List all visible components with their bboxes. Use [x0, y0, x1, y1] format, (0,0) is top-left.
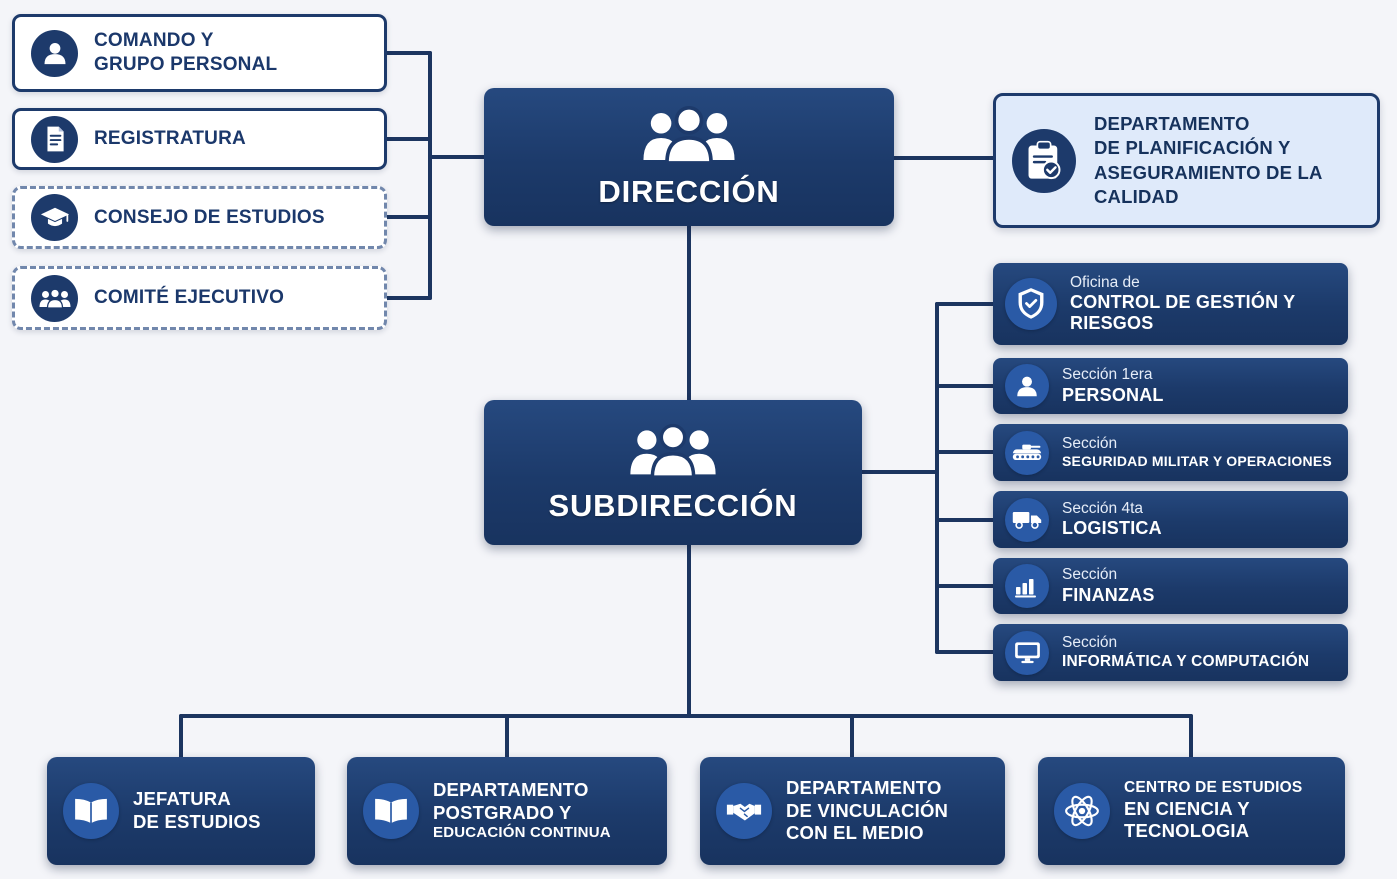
node-seccion-seguridad-militar-operaciones: Sección SEGURIDAD MILITAR Y OPERACIONES	[993, 424, 1348, 481]
node-registratura: REGISTRATURA	[12, 108, 387, 170]
node-name: LOGISTICA	[1062, 518, 1162, 539]
label-line: JEFATURA	[133, 788, 231, 810]
node-comite-ejecutivo: COMITÉ EJECUTIVO	[12, 266, 387, 330]
node-label: COMITÉ EJECUTIVO	[94, 286, 284, 310]
node-seccion-informatica-computacion: Sección INFORMÁTICA Y COMPUTACIÓN	[993, 624, 1348, 681]
label-line: GRUPO PERSONAL	[94, 54, 278, 75]
shield-check-icon	[1005, 278, 1057, 330]
atom-icon	[1054, 783, 1110, 839]
people-group-icon	[31, 274, 78, 322]
node-prefix: Sección	[1062, 634, 1118, 652]
people-group-icon	[629, 422, 717, 485]
monitor-icon	[1005, 630, 1049, 675]
node-label: DEPARTAMENTO POSTGRADO Y EDUCACIÓN CONTI…	[433, 779, 611, 842]
node-label: DEPARTAMENTO DE VINCULACIÓN CON EL MEDIO	[786, 777, 948, 845]
label-line: EN CIENCIA Y	[1124, 797, 1250, 819]
label-line: DEPARTAMENTO	[1094, 112, 1250, 134]
label-line: COMANDO Y	[94, 30, 214, 52]
person-icon	[31, 29, 78, 77]
label-line: EDUCACIÓN CONTINUA	[433, 824, 611, 842]
node-label: REGISTRATURA	[94, 127, 246, 151]
label-line: DE VINCULACIÓN	[786, 799, 949, 821]
node-label: SUBDIRECCIÓN	[548, 487, 798, 523]
node-name: FINANZAS	[1062, 584, 1155, 605]
node-departamento-postgrado-educacion-continua: DEPARTAMENTO POSTGRADO Y EDUCACIÓN CONTI…	[347, 757, 667, 865]
node-comando-y-grupo-personal: COMANDO Y GRUPO PERSONAL	[12, 14, 387, 92]
node-label: JEFATURA DE ESTUDIOS	[133, 788, 261, 833]
person-icon	[1005, 364, 1049, 408]
node-jefatura-de-estudios: JEFATURA DE ESTUDIOS	[47, 757, 315, 865]
node-departamento-planificacion-calidad: DEPARTAMENTO DE PLANIFICACIÓN Y ASEGURAM…	[993, 93, 1380, 228]
node-consejo-de-estudios: CONSEJO DE ESTUDIOS	[12, 186, 387, 249]
label-line: CENTRO DE ESTUDIOS	[1124, 778, 1303, 796]
label-line: DEPARTAMENTO	[433, 779, 589, 801]
tank-icon	[1005, 430, 1049, 475]
label-line: CONSEJO DE ESTUDIOS	[94, 206, 325, 228]
node-seccion-finanzas: Sección FINANZAS	[993, 558, 1348, 614]
node-name: INFORMÁTICA Y COMPUTACIÓN	[1062, 652, 1310, 670]
bar-chart-icon	[1005, 564, 1049, 608]
label-line: DE PLANIFICACIÓN Y	[1094, 137, 1291, 159]
node-seccion-personal: Sección 1era PERSONAL	[993, 358, 1348, 414]
truck-icon	[1005, 497, 1049, 542]
node-subdireccion: SUBDIRECCIÓN	[484, 400, 862, 545]
document-icon	[31, 115, 78, 163]
clipboard-check-icon	[1012, 128, 1076, 193]
node-control-de-gestion-y-riesgos: Oficina de CONTROL DE GESTIÓN Y RIESGOS	[993, 263, 1348, 345]
node-label: DEPARTAMENTO DE PLANIFICACIÓN Y ASEGURAM…	[1094, 112, 1323, 210]
label-line: CON EL MEDIO	[786, 822, 924, 844]
node-prefix: Sección	[1062, 435, 1118, 453]
label-line: TECNOLOGIA	[1124, 820, 1250, 842]
node-prefix: Sección 1era	[1062, 366, 1153, 384]
node-prefix: Oficina de	[1070, 273, 1140, 291]
node-name: SEGURIDAD MILITAR Y OPERACIONES	[1062, 453, 1332, 470]
open-book-icon	[63, 783, 119, 839]
node-prefix: Sección	[1062, 566, 1118, 584]
node-seccion-logistica: Sección 4ta LOGISTICA	[993, 491, 1348, 548]
label-line: ASEGURAMIENTO DE LA	[1094, 161, 1323, 183]
node-prefix: Sección 4ta	[1062, 499, 1143, 517]
node-label: COMANDO Y GRUPO PERSONAL	[94, 29, 277, 77]
node-label: CENTRO DE ESTUDIOS EN CIENCIA Y TECNOLOG…	[1124, 779, 1302, 843]
node-label: CONSEJO DE ESTUDIOS	[94, 206, 325, 230]
label-line: DE ESTUDIOS	[133, 811, 261, 832]
label-line: DEPARTAMENTO	[786, 777, 942, 799]
label-line: CALIDAD	[1094, 185, 1179, 207]
node-departamento-vinculacion-con-el-medio: DEPARTAMENTO DE VINCULACIÓN CON EL MEDIO	[700, 757, 1005, 865]
node-name: CONTROL DE GESTIÓN Y RIESGOS	[1070, 291, 1296, 334]
handshake-icon	[716, 783, 772, 839]
people-group-icon	[642, 104, 736, 171]
label-line: COMITÉ EJECUTIVO	[94, 287, 285, 309]
label-line: POSTGRADO Y	[433, 801, 572, 823]
graduation-cap-icon	[31, 194, 78, 241]
node-direccion: DIRECCIÓN	[484, 88, 894, 226]
node-centro-estudios-ciencia-tecnologia: CENTRO DE ESTUDIOS EN CIENCIA Y TECNOLOG…	[1038, 757, 1345, 865]
node-label: DIRECCIÓN	[598, 174, 780, 209]
open-book-icon	[363, 783, 419, 839]
node-name: PERSONAL	[1062, 384, 1164, 405]
label-line: REGISTRATURA	[94, 128, 246, 150]
